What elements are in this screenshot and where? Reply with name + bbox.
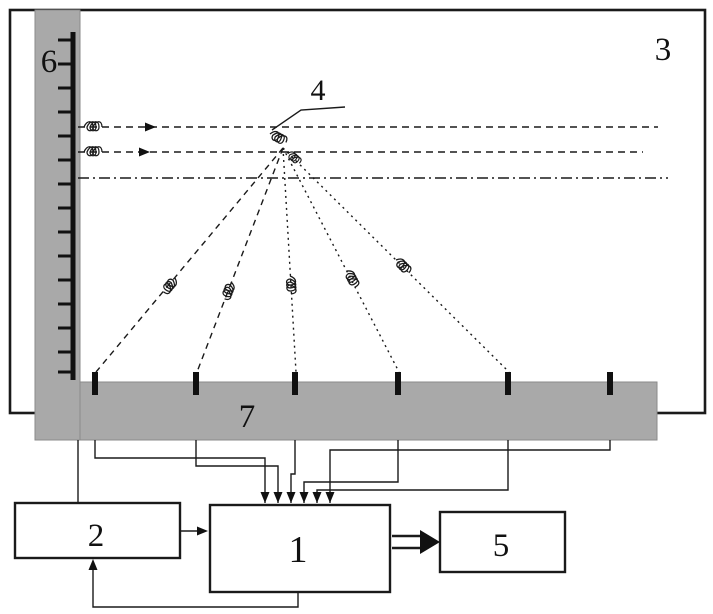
- readout-arrowhead-icon: [299, 492, 309, 503]
- double-arrowhead-icon: [420, 530, 440, 554]
- incident-beams: [78, 121, 668, 179]
- label4-leader-line: [271, 106, 346, 131]
- box-source-driver: [13, 501, 182, 560]
- scattered-rays: [95, 147, 510, 373]
- scattered-ray: [282, 147, 297, 373]
- readout-arrowhead-icon: [312, 492, 322, 503]
- detector-mark: [607, 372, 613, 395]
- label-source-array: 6: [41, 44, 58, 80]
- detector-mark: [92, 372, 98, 395]
- arrowhead-icon: [197, 526, 208, 536]
- scattered-ray: [95, 147, 284, 373]
- source-array-ruler: [58, 32, 76, 380]
- box-control-unit: [208, 503, 392, 594]
- readout-line: [329, 440, 611, 503]
- detector-marks: [92, 372, 613, 395]
- feedback-path: [92, 562, 299, 608]
- readout-arrowhead-icon: [260, 492, 270, 503]
- detector-array-bar: [34, 381, 658, 441]
- feedback-line: [88, 559, 299, 608]
- box-output-unit: [438, 510, 567, 574]
- chamber-outline: [8, 8, 707, 415]
- readout-arrowhead-icon: [325, 492, 335, 503]
- detector-mark: [395, 372, 401, 395]
- label-control-unit: 1: [289, 529, 308, 571]
- detector-mark: [193, 372, 199, 395]
- detector-mark: [292, 372, 298, 395]
- label-chamber: 3: [655, 32, 672, 68]
- scattered-ray: [282, 147, 510, 373]
- scattered-ray: [282, 147, 400, 373]
- readout-line: [195, 440, 279, 503]
- label-detector-array: 7: [239, 399, 256, 435]
- detector-readout-lines: [94, 440, 611, 503]
- readout-arrowhead-icon: [273, 492, 283, 503]
- label-source-driver: 2: [88, 518, 105, 554]
- label-output-unit: 5: [493, 528, 510, 564]
- readout-arrowhead-icon: [286, 492, 296, 503]
- readout-line: [290, 440, 296, 503]
- double-arrow-1-to-5: [392, 530, 440, 554]
- label-scatter-point: 4: [311, 74, 326, 107]
- detector-mark: [505, 372, 511, 395]
- feedback-arrowhead-icon: [88, 559, 98, 570]
- scattered-ray: [196, 147, 284, 373]
- readout-line: [94, 440, 266, 503]
- arrow-2-to-1: [180, 526, 208, 536]
